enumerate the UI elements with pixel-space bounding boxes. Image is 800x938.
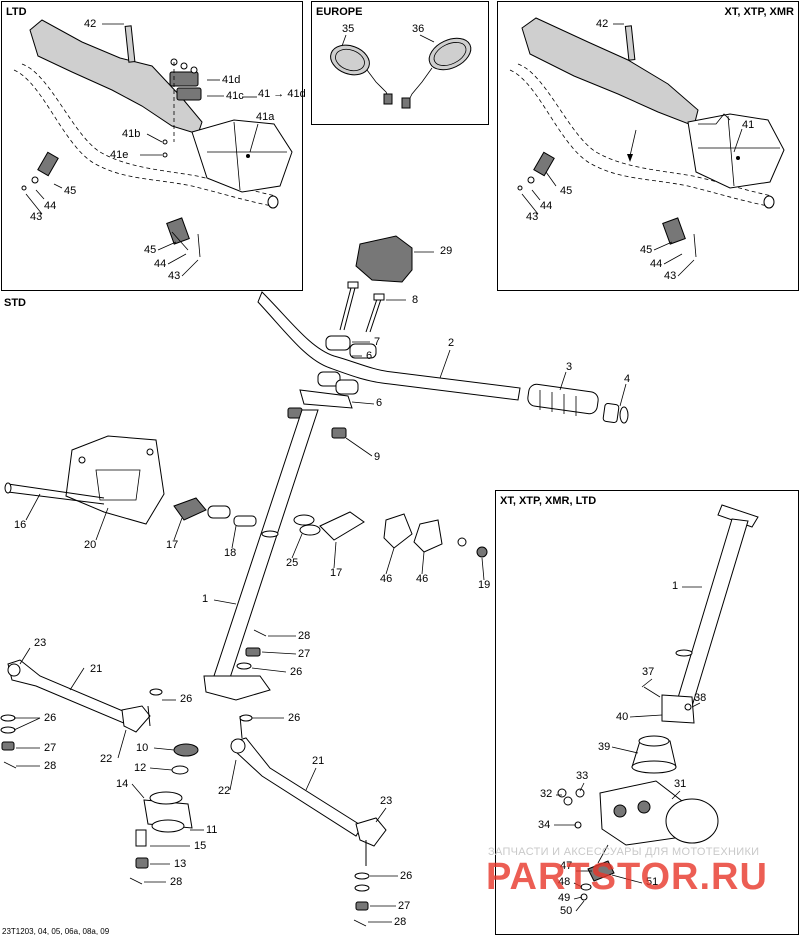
callout-label: 32 <box>540 788 553 800</box>
callout-label: 27 <box>44 742 57 754</box>
xt-handlebar-drawing <box>509 17 785 277</box>
callout-label: 43 <box>168 270 181 282</box>
xt-panel: XT, XTP, XMR 42 41 45 44 43 45 44 43 <box>497 1 799 291</box>
callout-label: 8 <box>412 294 419 306</box>
callout-label: 17 <box>330 567 343 579</box>
callout-label: 44 <box>154 258 167 270</box>
callout-label: 20 <box>84 539 97 551</box>
callout-label: 46 <box>416 573 429 585</box>
figure-reference: 23T1203, 04, 05, 06a, 08a, 09 <box>2 927 110 936</box>
callout-label: 26 <box>44 712 57 724</box>
callout-label: 35 <box>342 23 355 35</box>
callout-label: 51 <box>646 876 659 888</box>
callout-label: 28 <box>298 630 311 642</box>
callout-label: 43 <box>526 211 539 223</box>
callout-label: 15 <box>194 840 207 852</box>
std-title: STD <box>4 297 26 309</box>
callout-label: 18 <box>224 547 237 559</box>
callout-label: 49 <box>558 892 571 904</box>
callout-label: 40 <box>616 711 629 723</box>
callout-label: 3 <box>566 361 573 373</box>
callout-label: 29 <box>440 245 453 257</box>
ltd-panel-title: LTD <box>6 6 27 18</box>
watermark-tagline: ЗАПЧАСТИ И АКСЕССУАРЫ ДЛЯ МОТОТЕХНИКИ <box>488 846 760 858</box>
callout-label: 22 <box>218 785 231 797</box>
callout-label: 41c <box>226 90 244 102</box>
callout-label: 31 <box>674 778 687 790</box>
callout-label: 34 <box>538 819 551 831</box>
callout-label: 45 <box>640 244 653 256</box>
callout-label: 45 <box>64 185 77 197</box>
callout-label: 27 <box>398 900 411 912</box>
callout-label: 41e <box>110 149 129 161</box>
callout-label: 28 <box>170 876 183 888</box>
mirrors-drawing <box>330 34 472 109</box>
callout-label: 42 <box>596 18 609 30</box>
callout-label: 41 <box>742 119 755 131</box>
callout-label: 9 <box>374 451 381 463</box>
callout-label: 1 <box>202 593 209 605</box>
callout-label: 4 <box>624 373 631 385</box>
callout-label: 44 <box>540 200 553 212</box>
callout-label: 33 <box>576 770 589 782</box>
callout-label: 27 <box>298 648 311 660</box>
callout-label: 43 <box>30 211 43 223</box>
callout-label: 6 <box>366 350 373 362</box>
xt-ltd-panel-title: XT, XTP, XMR, LTD <box>500 495 597 507</box>
callout-label: 44 <box>44 200 57 212</box>
callout-label: 10 <box>136 742 149 754</box>
callout-label: 13 <box>174 858 187 870</box>
callout-label: 1 <box>672 580 679 592</box>
callout-label: 28 <box>394 916 407 928</box>
callout-label: 22 <box>100 753 113 765</box>
callout-label: 45 <box>144 244 157 256</box>
callout-label: 45 <box>560 185 573 197</box>
ltd-panel: LTD <box>1 1 306 291</box>
callout-label: 36 <box>412 23 425 35</box>
callout-label: 6 <box>376 397 383 409</box>
callout-label: 25 <box>286 557 299 569</box>
callout-label: 14 <box>116 778 129 790</box>
callout-label: 41d <box>222 74 241 86</box>
callout-label: 41 → 41d <box>258 88 306 100</box>
callout-label: 50 <box>560 905 573 917</box>
callout-label: 16 <box>14 519 27 531</box>
ltd-handlebar-drawing <box>13 19 293 277</box>
callout-label: 7 <box>374 336 381 348</box>
callout-label: 41b <box>122 128 141 140</box>
callout-label: 26 <box>288 712 301 724</box>
callout-label: 26 <box>180 693 193 705</box>
europe-panel-title: EUROPE <box>316 6 363 18</box>
callout-label: 21 <box>90 663 103 675</box>
callout-label: 19 <box>478 579 491 591</box>
callout-label: 43 <box>664 270 677 282</box>
callout-label: 41a <box>256 111 275 123</box>
callout-label: 46 <box>380 573 393 585</box>
xt-ltd-panel: XT, XTP, XMR, LTD <box>495 490 799 935</box>
callout-label: 21 <box>312 755 325 767</box>
callout-label: 17 <box>166 539 179 551</box>
callout-label: 26 <box>290 666 303 678</box>
callout-label: 48 <box>558 876 571 888</box>
power-steering-drawing <box>554 504 759 912</box>
callout-label: 12 <box>134 762 147 774</box>
callout-label: 47 <box>560 860 573 872</box>
callout-label: 23 <box>380 795 393 807</box>
europe-panel: EUROPE 35 36 <box>311 1 489 125</box>
callout-label: 26 <box>400 870 413 882</box>
callout-label: 37 <box>642 666 655 678</box>
callout-label: 2 <box>448 337 455 349</box>
callout-label: 23 <box>34 637 47 649</box>
watermark-brand: PARTSTOR.RU <box>486 856 768 898</box>
callout-label: 42 <box>84 18 97 30</box>
callout-label: 39 <box>598 741 611 753</box>
callout-label: 11 <box>206 824 218 836</box>
xt-panel-title: XT, XTP, XMR <box>724 6 794 18</box>
callout-label: 44 <box>650 258 663 270</box>
callout-label: 38 <box>694 692 707 704</box>
callout-label: 28 <box>44 760 57 772</box>
